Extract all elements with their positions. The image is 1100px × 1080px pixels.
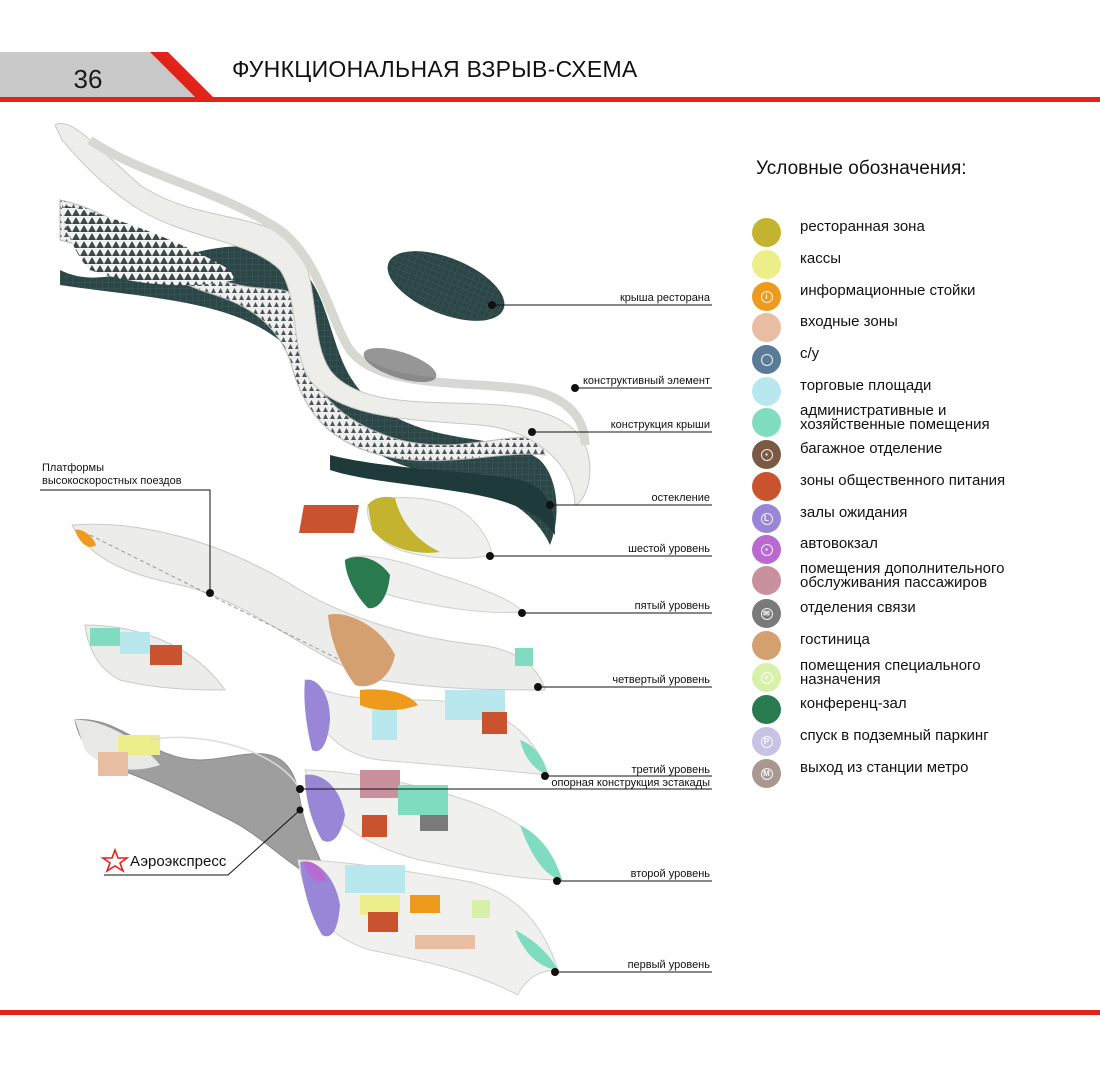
legend-item-label: информационные стойки xyxy=(800,282,976,299)
callout-level-1: первый уровень xyxy=(627,959,710,971)
callout-level-2: второй уровень xyxy=(630,868,710,880)
structural-ribbon-inner xyxy=(87,136,590,446)
entrance-zone-icon xyxy=(752,313,781,342)
retail-icon xyxy=(752,377,781,406)
level-2-plate xyxy=(304,769,563,881)
post-office-icon: ✉ xyxy=(752,599,781,628)
callout-leaders xyxy=(40,301,712,976)
legend-title: Условные обозначения: xyxy=(756,158,967,179)
callout-platforms-line2: высокоскоростных поездов xyxy=(42,475,182,487)
callout-level-3: третий уровень xyxy=(631,764,710,776)
roof-skylight xyxy=(363,347,437,383)
ticket-office-icon xyxy=(752,250,781,279)
legend-item-label: помещения дополнительного обслуживания п… xyxy=(800,560,1005,591)
left-annex-block xyxy=(84,624,226,691)
page-number-tab xyxy=(0,52,200,97)
legend-item-label: входные зоны xyxy=(800,313,898,330)
luggage-icon: ▪ xyxy=(752,440,781,469)
metro-exit-icon: M xyxy=(752,759,781,788)
diagram-drawing xyxy=(40,122,712,996)
legend-item-label: административные и хозяйственные помещен… xyxy=(800,402,990,433)
restaurant-roof xyxy=(387,251,505,321)
conference-hall-icon xyxy=(752,695,781,724)
page-header xyxy=(0,0,1100,110)
callout-glazing: остекление xyxy=(651,492,710,504)
roof-assembly xyxy=(54,122,591,545)
food-court-icon xyxy=(752,472,781,501)
legend-item-label: багажное отделение xyxy=(800,440,943,457)
aeroexpress-label: Аэроэкспресс xyxy=(130,853,227,870)
legend-item-label: торговые площади xyxy=(800,377,932,394)
passenger-services-icon xyxy=(752,566,781,595)
callout-level-6: шестой уровень xyxy=(628,543,710,555)
legend-item-label: гостиница xyxy=(800,631,870,648)
level-1-plate xyxy=(297,859,559,996)
legend-item-label: отделения связи xyxy=(800,599,916,616)
info-icon: i xyxy=(752,282,781,311)
page-number: 36 xyxy=(73,64,103,94)
callout-level-4: четвертый уровень xyxy=(612,674,710,686)
footer-rule xyxy=(0,1010,1100,1015)
legend-item-label: кассы xyxy=(800,250,842,267)
legend-item-label: залы ожидания xyxy=(800,504,908,521)
legend-item-label: выход из станции метро xyxy=(800,759,969,776)
hotel-icon xyxy=(752,631,781,660)
page-title: ФУНКЦИОНАЛЬНАЯ ВЗРЫВ-СХЕМА xyxy=(232,56,638,82)
admin-icon xyxy=(752,408,781,437)
restaurant-zone-icon xyxy=(752,218,781,247)
wc-icon xyxy=(752,345,781,374)
glazing-lower-ribbon xyxy=(330,455,555,535)
callout-structural-element: конструктивный элемент xyxy=(582,375,710,387)
waiting-hall-icon: L xyxy=(752,504,781,533)
legend-item-label: автовокзал xyxy=(800,535,878,552)
callout-roof-structure: конструкция крыши xyxy=(610,419,710,431)
callout-platforms-line1: Платформы xyxy=(42,462,104,474)
header-band xyxy=(0,52,1100,102)
callout-level-5: пятый уровень xyxy=(634,600,710,612)
legend-item-label: спуск в подземный паркинг xyxy=(800,727,989,744)
legend-item-label: ресторанная зона xyxy=(800,218,925,235)
level-6-plate xyxy=(299,496,493,559)
exploded-diagram xyxy=(0,100,1100,1010)
special-purpose-icon: + xyxy=(752,663,781,692)
callout-restaurant-roof: крыша ресторана xyxy=(619,292,710,304)
level-3-plate xyxy=(304,678,549,776)
parking-icon: P xyxy=(752,727,781,756)
header-accent-stripe xyxy=(150,52,213,97)
aeroexpress-star-icon xyxy=(100,847,130,873)
bus-station-icon: ▪ xyxy=(752,535,781,564)
legend-item-label: с/у xyxy=(800,345,820,362)
callout-overpass-support: опорная конструкция эстакады xyxy=(551,777,710,789)
header-rule xyxy=(0,97,1100,102)
legend-item-label: конференц-зал xyxy=(800,695,907,712)
roof-triangle-panels xyxy=(62,205,235,286)
legend-item-label: помещения специального назначения xyxy=(800,657,981,688)
legend-item-label: зоны общественного питания xyxy=(800,472,1006,489)
level-5-plate xyxy=(344,555,523,613)
